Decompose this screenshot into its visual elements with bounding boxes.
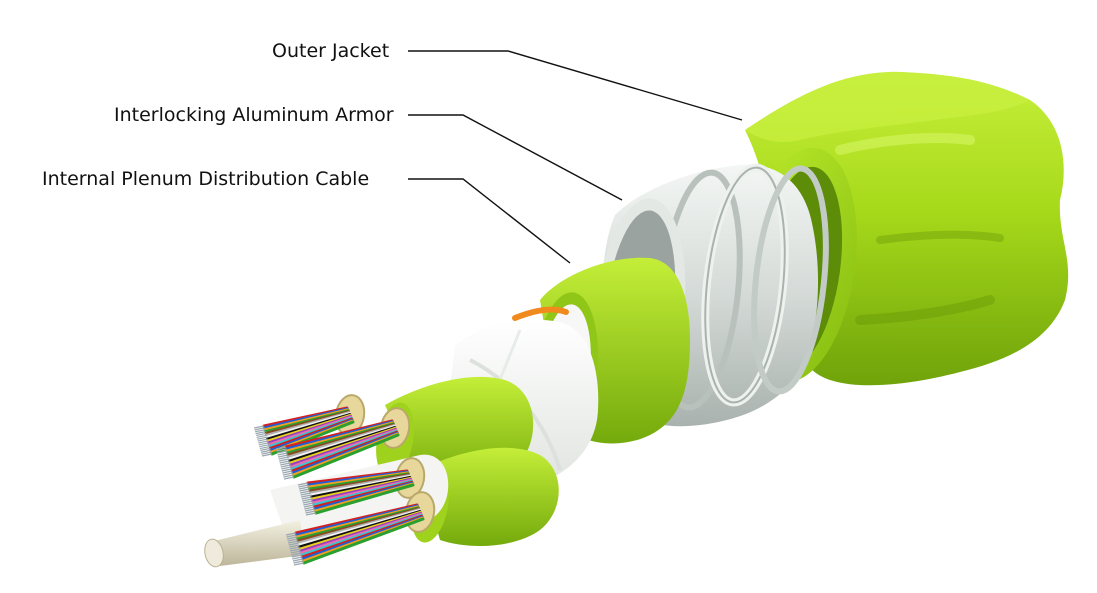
fiber-tip [286,534,297,538]
fiber-strand [292,433,400,479]
fiber-tip [299,488,310,492]
fiber-tip [283,476,295,480]
fiber-tip [276,448,287,452]
fiber-tip [300,492,311,496]
fiber-strand [314,483,415,515]
fiber-tip [254,429,266,433]
fiber-tip [285,532,297,536]
fiber-tip [281,468,292,472]
fiber-tip [256,432,267,437]
fiber-tip [260,449,272,453]
fiber-tip [276,450,288,454]
fiber-tip [279,458,290,462]
fiber-tip [260,447,271,451]
fiber-tip [293,560,304,564]
fiber-tip [292,556,303,560]
fiber-tip [282,472,294,476]
fiber-tip [281,466,292,470]
fiber-tip [301,496,312,500]
fiber-tip [282,470,293,474]
fiber-tip [278,454,289,458]
fiber-tip [258,440,269,444]
fiber-tip [291,554,302,558]
fiber-tip [283,474,294,478]
fiber-tip [278,456,289,460]
leader-armor [408,114,623,201]
fiber-tip [286,536,298,540]
fiber-tip [297,482,309,486]
fiber-bundles [253,406,425,566]
fiber-tip [290,548,301,552]
leader-plenum [408,178,571,264]
fiber-tip [304,508,316,512]
fiber-tip [277,452,288,456]
fiber-tip [293,562,305,566]
fiber-tip [257,438,268,442]
fiber-tip [287,538,298,542]
fiber-tip [279,460,290,464]
fiber-tip [305,512,317,516]
fiber-tip [298,486,310,490]
fiber-tip [289,546,300,550]
label-plenum: Internal Plenum Distribution Cable [42,168,370,190]
fiber-tip [288,542,299,546]
fiber-tip [304,506,315,510]
fiber-tip [288,540,299,544]
fiber-tip [290,550,301,554]
leader-outer-jacket [408,50,743,121]
fiber-tip [261,451,272,455]
fiber-tip [280,462,291,466]
fiber-tip [301,494,312,498]
fiber-tip [275,446,287,450]
fiber-tip [292,558,304,562]
fiber-tip [253,425,265,429]
fiber-tip [303,504,314,508]
fiber-tip [256,434,267,438]
label-armor: Interlocking Aluminum Armor [114,104,394,126]
fiber-tip [289,544,300,548]
fiber-tip [280,464,291,468]
fiber-tip [305,510,316,514]
fiber-tip [257,436,268,440]
fiber-tip [291,552,302,556]
fiber-tip [303,502,314,506]
fiber-tip [300,490,311,494]
label-outer-jacket: Outer Jacket [272,40,390,62]
fiber-tip [302,498,313,502]
fiber-tip [302,500,313,504]
fiber-tip [255,431,266,435]
fiber-tip [259,445,270,450]
fiber-strand [302,517,425,565]
fiber-tip [259,444,270,448]
fiber-tip [258,442,269,446]
fiber-tip [298,484,309,488]
fiber-tip [254,427,265,431]
leader-lines [408,50,743,264]
fiber-tip [261,453,273,457]
